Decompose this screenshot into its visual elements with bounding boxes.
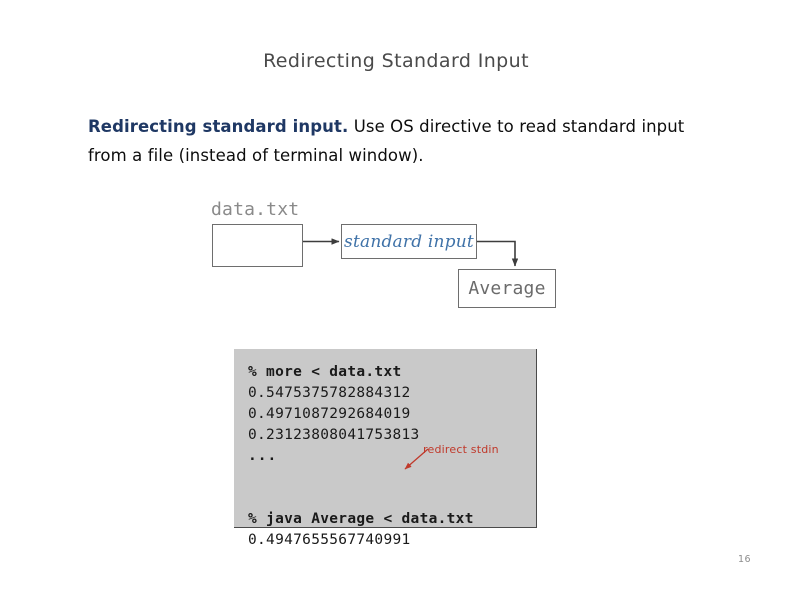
terminal-line: 0.5475375782884312 — [248, 385, 411, 401]
body-paragraph: Redirecting standard input. Use OS direc… — [88, 112, 708, 170]
terminal-code-block: % more < data.txt 0.5475375782884312 0.4… — [234, 349, 537, 548]
page-title: Redirecting Standard Input — [263, 50, 529, 72]
diagram-file-box — [212, 224, 303, 267]
terminal-line: % java Average < data.txt — [248, 511, 474, 527]
terminal-line — [248, 467, 474, 488]
terminal-line: 0.23123808041753813 — [248, 427, 420, 443]
diagram-standard-input-box: standard input — [341, 224, 477, 259]
diagram-average-box: Average — [458, 269, 556, 308]
terminal-line: ... — [248, 448, 278, 464]
arrow-stdin-to-average — [477, 240, 519, 267]
body-lead-phrase: Redirecting standard input. — [88, 117, 349, 136]
terminal-line: % more < data.txt — [248, 364, 402, 380]
annotation-label-redirect-stdin: redirect stdin — [423, 443, 499, 456]
diagram-average-label: Average — [468, 278, 546, 299]
terminal-line: 0.4971087292684019 — [248, 406, 411, 422]
body-rest-text: Use OS directive to read standard input … — [88, 117, 685, 165]
page-number: 16 — [738, 554, 751, 565]
annotation-arrow-icon — [396, 444, 436, 478]
terminal-line: 0.4947655567740991 — [248, 532, 411, 548]
diagram-file-label: data.txt — [211, 199, 300, 220]
terminal-lines: % more < data.txt 0.5475375782884312 0.4… — [248, 362, 474, 551]
diagram-standard-input-label: standard input — [344, 231, 474, 252]
